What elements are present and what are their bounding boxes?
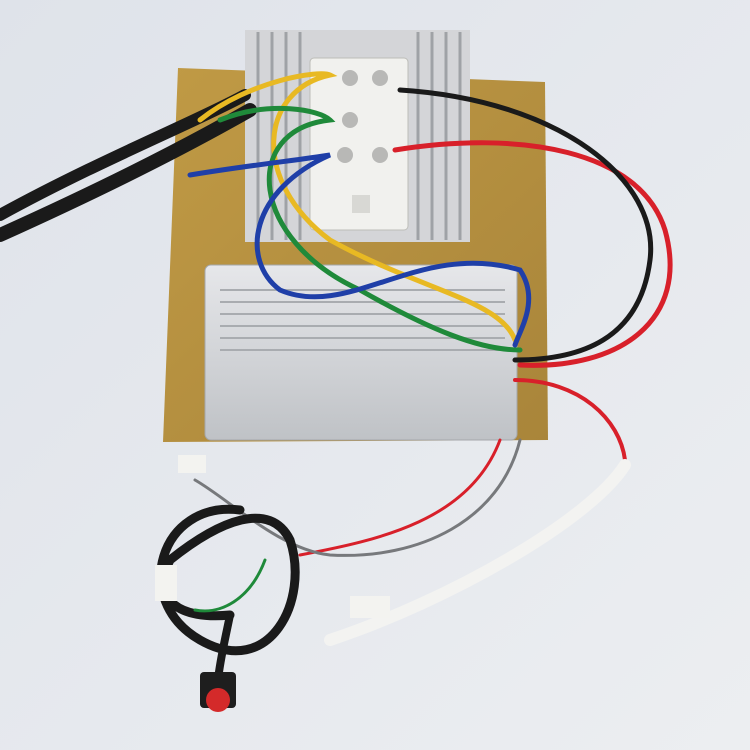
connector [350,596,390,618]
screw-terminal [372,147,388,163]
white-sleeve [324,459,631,646]
red-button-cap [206,688,230,712]
green-wire [217,106,523,353]
screw-terminal [342,112,358,128]
controller-case [204,264,518,441]
black-cable [0,103,257,242]
blue-wire [187,152,532,348]
connector [178,455,206,473]
black-wire [397,87,654,363]
red-wire [392,140,673,368]
red-wire [513,378,627,462]
screw-terminal [342,70,358,86]
connector [155,565,177,601]
screw-terminal [372,70,388,86]
red-signal-wire [298,438,502,557]
bridge-module [309,57,409,231]
push-button [200,672,236,712]
green-signal-wire [193,558,267,613]
screw-terminal [337,147,353,163]
